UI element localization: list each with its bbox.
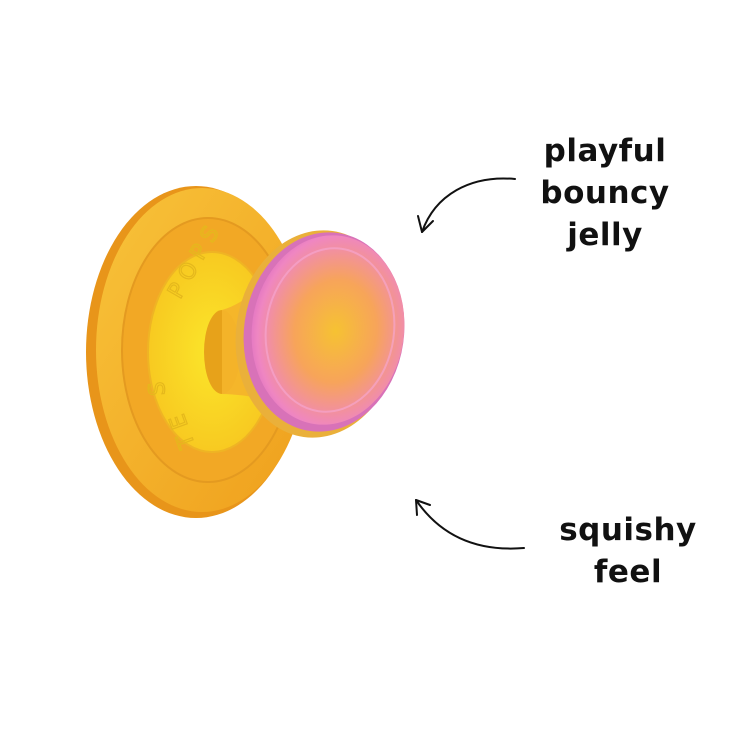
callout-line: feel [593, 554, 663, 590]
svg-text:S: S [145, 381, 171, 397]
callout-line: jelly [567, 217, 643, 253]
arrow-top [417, 177, 516, 233]
callout-bottom: squishy feel [550, 509, 706, 593]
callout-top: playful bouncy jelly [520, 130, 690, 256]
callout-line: squishy [559, 512, 697, 548]
arrow-bottom [415, 499, 525, 550]
grip-top [235, 230, 405, 438]
callout-line: playful [543, 133, 667, 169]
callout-line: bouncy [540, 175, 670, 211]
